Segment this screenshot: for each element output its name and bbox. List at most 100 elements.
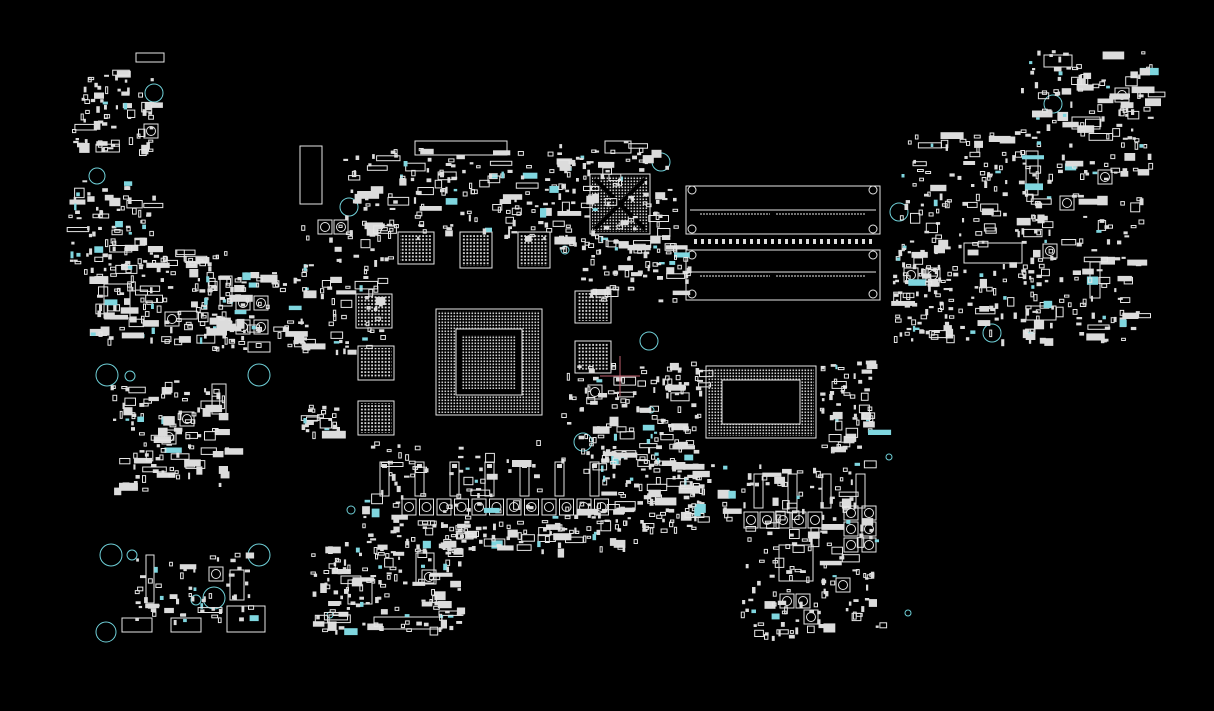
smd-part[interactable] xyxy=(988,135,1011,142)
smd-part[interactable] xyxy=(525,235,532,242)
smd-part[interactable] xyxy=(696,500,700,504)
smd-part[interactable] xyxy=(933,268,937,272)
smd-part[interactable] xyxy=(785,544,791,549)
smd-part[interactable] xyxy=(1061,88,1072,95)
smd-part[interactable] xyxy=(764,632,769,636)
smd-part[interactable] xyxy=(649,463,655,467)
smd-part[interactable] xyxy=(432,524,437,528)
smd-part[interactable] xyxy=(672,208,679,212)
smd-part[interactable] xyxy=(218,413,229,421)
smd-part[interactable] xyxy=(1101,283,1108,288)
smd-part[interactable] xyxy=(459,534,464,538)
smd-part[interactable] xyxy=(902,292,915,299)
smd-part[interactable] xyxy=(1079,332,1085,336)
smd-part[interactable] xyxy=(577,365,582,368)
smd-part[interactable] xyxy=(1120,297,1131,304)
smd-part[interactable] xyxy=(71,241,75,245)
smd-part[interactable] xyxy=(445,198,458,205)
smd-part[interactable] xyxy=(202,408,211,417)
smd-part[interactable] xyxy=(94,246,104,253)
smd-part[interactable] xyxy=(893,336,898,343)
smd-part[interactable] xyxy=(584,215,590,218)
smd-part[interactable] xyxy=(971,184,975,187)
smd-part[interactable] xyxy=(101,147,105,153)
smd-part[interactable] xyxy=(1021,240,1027,244)
smd-part[interactable] xyxy=(620,220,629,226)
smd-part[interactable] xyxy=(467,530,480,537)
smd-part[interactable] xyxy=(904,331,910,336)
smd-part[interactable] xyxy=(328,418,332,421)
smd-part[interactable] xyxy=(225,292,231,297)
smd-part[interactable] xyxy=(438,543,450,549)
smd-part[interactable] xyxy=(362,622,366,626)
smd-part[interactable] xyxy=(104,114,111,119)
dimm-slot-2[interactable] xyxy=(685,249,881,301)
smd-part[interactable] xyxy=(682,270,689,275)
smd-part[interactable] xyxy=(543,527,547,532)
smd-part[interactable] xyxy=(607,390,615,395)
smd-part[interactable] xyxy=(1078,198,1101,205)
smd-part[interactable] xyxy=(1048,248,1054,254)
smd-part[interactable] xyxy=(767,531,773,536)
smd-part[interactable] xyxy=(352,199,359,204)
smd-part[interactable] xyxy=(627,218,635,223)
smd-part[interactable] xyxy=(188,586,193,590)
smd-part[interactable] xyxy=(660,511,666,516)
smd-part[interactable] xyxy=(740,611,745,619)
smd-part[interactable] xyxy=(511,231,518,234)
smd-part[interactable] xyxy=(426,168,430,173)
smd-part[interactable] xyxy=(121,263,128,271)
smd-part[interactable] xyxy=(674,255,677,260)
smd-part[interactable] xyxy=(545,178,551,181)
smd-part[interactable] xyxy=(216,346,220,352)
smd-part[interactable] xyxy=(1022,220,1026,224)
smd-part[interactable] xyxy=(412,581,426,586)
smd-part[interactable] xyxy=(943,325,952,330)
smd-part[interactable] xyxy=(993,270,997,276)
smd-part[interactable] xyxy=(612,465,616,469)
smd-part[interactable] xyxy=(1059,277,1064,283)
smd-part[interactable] xyxy=(366,226,379,236)
smd-part[interactable] xyxy=(959,233,962,237)
smd-part[interactable] xyxy=(170,326,173,334)
smd-part[interactable] xyxy=(684,508,690,512)
smd-part[interactable] xyxy=(673,197,677,202)
smd-part[interactable] xyxy=(838,491,859,497)
smd-part[interactable] xyxy=(216,557,220,562)
smd-part[interactable] xyxy=(133,481,138,485)
smd-part[interactable] xyxy=(748,598,754,602)
smd-part[interactable] xyxy=(353,254,360,258)
smd-part[interactable] xyxy=(944,321,950,326)
smd-part[interactable] xyxy=(72,129,77,134)
smd-part[interactable] xyxy=(311,553,316,557)
smd-part[interactable] xyxy=(137,258,142,265)
smd-part[interactable] xyxy=(1037,258,1044,262)
smd-part[interactable] xyxy=(605,456,609,463)
smd-part[interactable] xyxy=(789,529,800,539)
smd-part[interactable] xyxy=(135,601,141,605)
smd-part[interactable] xyxy=(296,279,301,282)
smd-part[interactable] xyxy=(836,403,841,406)
smd-part[interactable] xyxy=(674,252,690,258)
smd-part[interactable] xyxy=(557,152,562,155)
smd-part[interactable] xyxy=(322,405,327,410)
smd-part[interactable] xyxy=(439,573,446,576)
smd-part[interactable] xyxy=(98,331,103,337)
smd-part[interactable] xyxy=(141,101,153,113)
smd-part[interactable] xyxy=(1052,119,1057,124)
smd-part[interactable] xyxy=(1139,68,1150,76)
smd-part[interactable] xyxy=(173,620,177,626)
mounting-hole[interactable] xyxy=(126,549,138,561)
smd-part[interactable] xyxy=(388,193,393,198)
smd-part[interactable] xyxy=(218,275,231,280)
smd-part[interactable] xyxy=(625,520,628,525)
smd-part[interactable] xyxy=(920,314,928,320)
smd-part[interactable] xyxy=(490,493,493,498)
smd-part[interactable] xyxy=(602,167,612,175)
smd-part[interactable] xyxy=(1134,138,1140,143)
smd-part[interactable] xyxy=(587,169,590,177)
smd-part[interactable] xyxy=(111,125,117,129)
smd-part[interactable] xyxy=(141,219,146,224)
smd-part[interactable] xyxy=(677,406,682,413)
smd-part[interactable] xyxy=(860,392,869,401)
